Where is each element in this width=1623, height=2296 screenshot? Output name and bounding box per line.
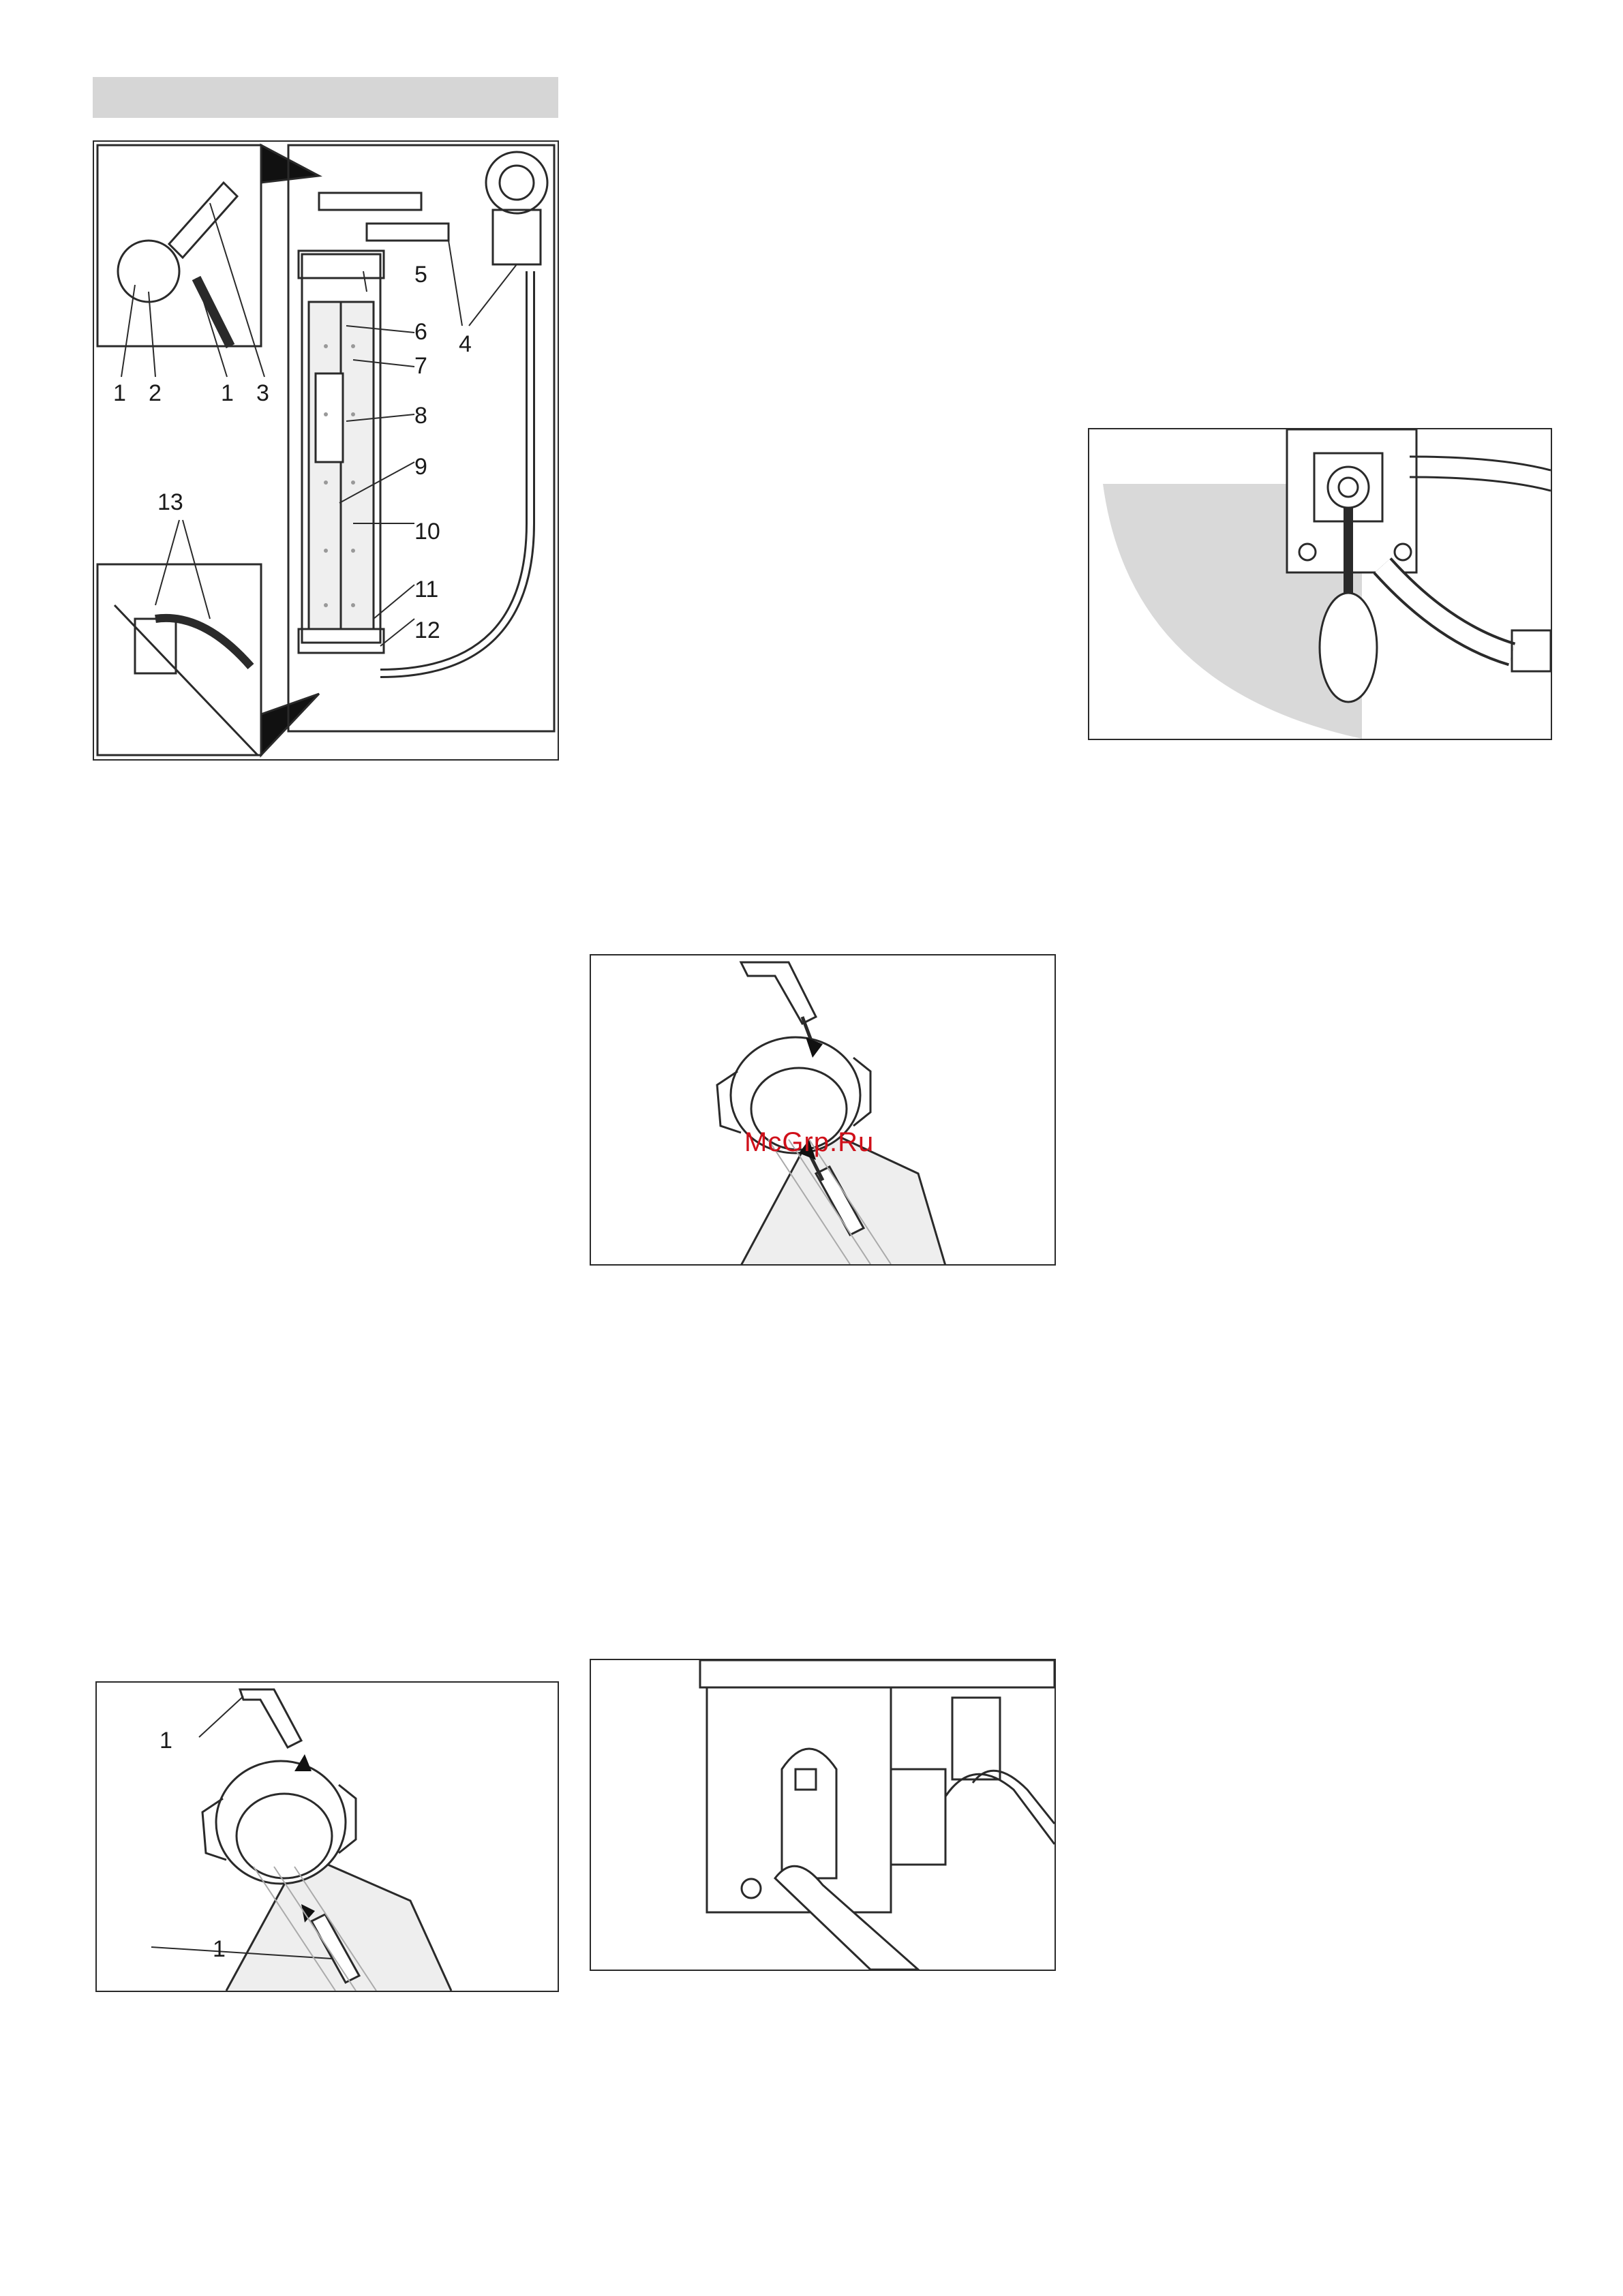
housing-grip-drawing	[591, 1660, 1055, 1970]
callout-4: 4	[459, 333, 472, 356]
callout-8: 8	[414, 404, 427, 427]
callout-10: 10	[414, 520, 440, 543]
callout-5: 5	[414, 263, 427, 286]
callout-clip-top: 1	[160, 1729, 172, 1752]
watermark-text: McGrp.Ru	[744, 1127, 874, 1158]
callout-11: 11	[414, 578, 438, 601]
figure-housing-grip	[590, 1659, 1056, 1971]
callout-3: 3	[256, 382, 269, 405]
callout-7: 7	[414, 354, 427, 378]
callout-2: 2	[149, 382, 162, 405]
figure-lever	[1088, 428, 1552, 740]
clip-insert-drawing	[591, 955, 1055, 1264]
lever-drawing	[1089, 429, 1551, 739]
section-header-bar	[93, 77, 558, 118]
figure-clip-insert: McGrp.Ru	[590, 954, 1056, 1266]
figure-clip-remove: 1 1	[95, 1681, 559, 1992]
callout-1b: 1	[221, 382, 234, 405]
callout-clip-bottom: 1	[213, 1938, 226, 1961]
filter-assembly-drawing	[94, 142, 558, 759]
figure-filter-overview: 1 2 1 3 4 5 6 7 8 9 10 11 12 13	[93, 140, 559, 761]
callout-1: 1	[113, 382, 126, 405]
callout-6: 6	[414, 320, 427, 343]
callout-9: 9	[414, 455, 427, 478]
callout-12: 12	[414, 619, 440, 642]
callout-13: 13	[157, 491, 183, 514]
